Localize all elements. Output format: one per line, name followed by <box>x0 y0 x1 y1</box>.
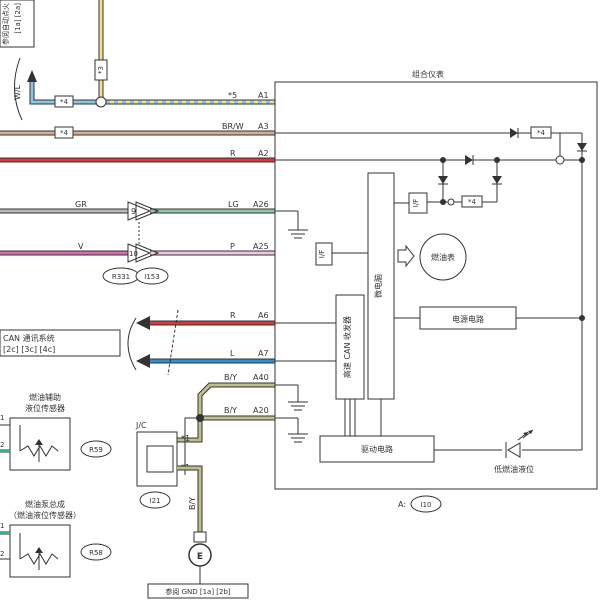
pump-title-1: 燃油泵总成 <box>25 499 65 509</box>
wire-a25: 10 V P A25 <box>0 242 275 263</box>
wl-wire: W/L *4 <box>13 57 98 121</box>
fuel-sub-sender: 燃油辅助 液位传感器 1 2 R59 <box>0 392 112 471</box>
break-curve <box>13 57 23 121</box>
cluster-connector-code: A: I10 <box>398 495 442 513</box>
ground-e-symbol: E 参阅 GND [1a] [2b] <box>147 531 249 599</box>
combination-meter: 组合仪表 *4 *4 I/F <box>274 69 598 490</box>
junction-connector: J/C *1 *1 I21 B/Y <box>135 421 203 538</box>
color-v: V <box>78 242 84 251</box>
pin-a26: A26 <box>253 200 269 209</box>
left-arrow-icon <box>136 354 150 368</box>
star5-label: *5 <box>228 91 237 100</box>
can-codes-label: [2c] [3c] [4c] <box>3 345 55 354</box>
can-transceiver-label: 高速 CAN 收发器 <box>342 316 352 378</box>
color-a6: R <box>230 311 236 320</box>
pin-a2: A2 <box>258 149 269 158</box>
pin-a7: A7 <box>258 349 269 358</box>
low-fuel-led-icon <box>505 429 534 458</box>
wire-a2: R A2 <box>0 149 275 163</box>
pin-a1: A1 <box>258 91 269 100</box>
color-a20: B/Y <box>224 406 237 415</box>
left-arrow-icon <box>136 316 150 330</box>
cluster-title: 组合仪表 <box>412 69 444 79</box>
top-reference-box: 参阅自动点火 [1a] [2a] <box>0 0 35 48</box>
pin-a25: A25 <box>253 242 269 251</box>
pump-title-2: （燃油液位传感器） <box>9 510 81 520</box>
wire-a1: *5 A1 <box>95 91 275 108</box>
color-a7: L <box>230 349 235 358</box>
sub-sender-title-1: 燃油辅助 <box>29 392 61 402</box>
wire-a3: *4 BR/W A3 <box>0 122 275 139</box>
yellow-vertical-wire: *3 <box>94 0 108 102</box>
top-ref-code: [1a] [2a] <box>14 3 22 34</box>
color-a2: R <box>230 149 236 158</box>
ground-wires: B/Y A40 B/Y A20 <box>175 373 275 475</box>
star4-badge-inner-2: *4 <box>468 198 477 206</box>
conn10-label: 10 <box>129 250 138 258</box>
wire-a26: 9 GR LG A26 <box>0 200 275 221</box>
star1-a: *1 <box>181 434 190 443</box>
color-a40: B/Y <box>224 373 237 382</box>
pin1-label-b: 1 <box>0 522 4 530</box>
jc-label: J/C <box>135 421 147 430</box>
ground-ref-label: 参阅 GND [1a] [2b] <box>165 587 231 596</box>
r58-label: R58 <box>89 549 103 557</box>
color-a25: P <box>230 242 235 251</box>
pin-a40: A40 <box>253 373 269 382</box>
microcomputer-label: 微电脑 <box>373 274 383 298</box>
can-reference-box: CAN 通讯系统 [2c] [3c] [4c] <box>0 317 137 371</box>
i10-label: I10 <box>421 501 432 509</box>
pin-a20: A20 <box>253 406 269 415</box>
twisted-pair <box>167 309 179 376</box>
star4-badge: *4 <box>60 98 69 106</box>
can-system-label: CAN 通讯系统 <box>3 333 55 343</box>
up-arrow-icon <box>27 70 37 82</box>
pin-a6: A6 <box>258 311 269 320</box>
if-label-1: I/F <box>412 199 420 207</box>
pin2-label: 2 <box>0 441 4 449</box>
conn9-label: 9 <box>131 207 136 216</box>
star4-badge-inner: *4 <box>537 129 546 137</box>
connector-codes: R331 I153 <box>102 267 169 285</box>
if-label-2: I/F <box>318 250 326 258</box>
star3-badge: *3 <box>97 66 105 74</box>
wire-a7: L A7 <box>136 349 275 368</box>
wire-a6: R A6 <box>136 311 275 330</box>
r59-label: R59 <box>89 446 103 454</box>
sub-sender-title-2: 液位传感器 <box>25 403 65 413</box>
ground-e-icon: E <box>197 552 203 562</box>
top-ref-text: 参阅自动点火 <box>1 3 10 45</box>
i21-label: I21 <box>150 497 161 505</box>
color-a3: BR/W <box>222 122 244 131</box>
pin-a3: A3 <box>258 122 269 131</box>
i153-label: I153 <box>144 273 159 281</box>
by-label: B/Y <box>188 497 197 510</box>
pin2-label-b: 2 <box>0 550 4 558</box>
low-fuel-label: 低燃油液位 <box>494 464 534 474</box>
fuel-pump-sender: 燃油泵总成 （燃油液位传感器） 1 2 R58 <box>0 499 112 578</box>
can-break-curve <box>127 317 137 371</box>
wl-label: W/L <box>13 84 22 100</box>
color-a26: LG <box>228 200 239 209</box>
r331-label: R331 <box>112 273 130 281</box>
drive-circuit-label: 驱动电路 <box>361 444 393 454</box>
power-circuit-label: 电源电路 <box>452 314 484 324</box>
star4-badge-a3: *4 <box>60 129 69 137</box>
connector-a-label: A: <box>398 500 406 509</box>
fuel-gauge-label: 燃油表 <box>431 252 455 262</box>
color-gr: GR <box>75 200 87 209</box>
pin1-label: 1 <box>0 414 4 422</box>
